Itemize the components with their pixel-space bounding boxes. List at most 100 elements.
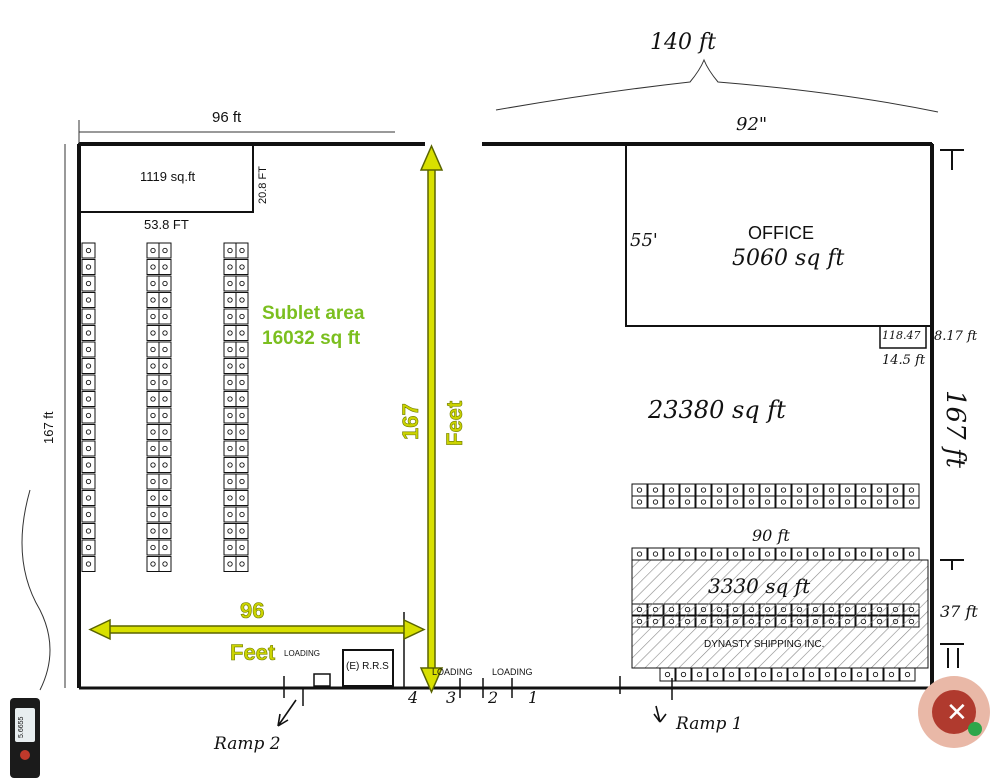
- right-height-label: 167 ft: [940, 390, 970, 468]
- rack-bolt: [162, 495, 168, 501]
- rack-bolt: [85, 445, 92, 452]
- rack-bolt: [150, 297, 156, 303]
- rack-bolt: [239, 561, 245, 567]
- loading-label-left: LOADING: [284, 649, 321, 658]
- vertical-unit: Feet: [442, 400, 468, 446]
- rack-cell: [663, 483, 680, 497]
- rack-cell: [81, 556, 96, 572]
- rack-cell: [223, 490, 237, 506]
- rack-cell: [903, 483, 920, 497]
- rack-cell: [223, 556, 237, 572]
- rack-cell: [158, 473, 172, 490]
- rack-cell: [867, 667, 884, 682]
- rack-bolt: [162, 429, 168, 435]
- rack-cell: [631, 483, 648, 497]
- rack-cell: [81, 407, 96, 424]
- door-2: 2: [488, 688, 499, 707]
- rack-bolt: [85, 528, 92, 534]
- rack-cell: [146, 325, 160, 341]
- rack-bolt: [227, 412, 233, 419]
- rack-cell: [158, 539, 172, 556]
- rack-bolt: [892, 499, 899, 505]
- rack-bolt: [227, 363, 233, 369]
- rrs-label: (E) R.R.S: [346, 661, 389, 672]
- rack-cell: [759, 547, 776, 561]
- ramp-1-label: Ramp 1: [676, 714, 743, 734]
- rack-bolt: [888, 671, 895, 678]
- rack-cell: [871, 495, 888, 509]
- rack-bolt: [85, 511, 92, 518]
- rack-cell: [81, 325, 96, 341]
- rack-cell: [647, 483, 664, 497]
- rack-bolt: [227, 528, 233, 534]
- rack-cell: [235, 440, 249, 457]
- small-box-height: 14.5 ft: [882, 353, 926, 368]
- rack-bolt: [227, 264, 233, 270]
- rack-bolt: [85, 346, 92, 353]
- rack-bolt: [764, 487, 771, 493]
- rack-bolt: [239, 445, 245, 452]
- rack-bolt: [85, 544, 92, 551]
- rack-bolt: [696, 671, 703, 678]
- rack-bolt: [162, 264, 168, 270]
- rack-cell: [158, 407, 172, 424]
- rack-bolt: [227, 280, 233, 287]
- rack-cell: [158, 424, 172, 440]
- rack-bolt: [700, 551, 707, 557]
- rack-bolt: [150, 313, 156, 320]
- rack-bolt: [162, 297, 168, 303]
- rack-cell: [81, 473, 96, 490]
- rack-cell: [223, 341, 237, 358]
- rack-cell: [663, 547, 680, 561]
- shipping-name: DYNASTY SHIPPING INC.: [704, 639, 825, 650]
- rack-bolt: [227, 346, 233, 353]
- rack-bolt: [764, 499, 771, 505]
- rack-bolt: [162, 544, 168, 551]
- small-box-width: 8.17 ft: [934, 329, 978, 344]
- left-height-label: 167 ft: [41, 411, 56, 444]
- rack-bolt: [732, 551, 739, 557]
- rack-bolt: [860, 499, 867, 505]
- rack-cell: [223, 407, 237, 424]
- rack-cell: [223, 539, 237, 556]
- rack-cell: [883, 667, 900, 682]
- rack-cell: [903, 547, 920, 561]
- rack-bolt: [796, 499, 803, 505]
- rack-cell: [887, 547, 904, 561]
- rack-cell: [223, 424, 237, 440]
- ninety-ft-label: 90 ft: [752, 526, 790, 545]
- rack-bolt: [904, 671, 911, 678]
- rack-bolt: [668, 487, 675, 493]
- rack-cell: [223, 358, 237, 374]
- rack-bolt: [844, 551, 851, 557]
- rack-bolt: [150, 544, 156, 551]
- top-width-96-label: 96 ft: [212, 109, 242, 126]
- rack-cell: [158, 275, 172, 292]
- loading-label-mid: LOADING: [432, 667, 473, 677]
- rack-cell: [146, 407, 160, 424]
- rack-cell: [146, 242, 160, 259]
- rack-bolt: [162, 330, 168, 336]
- rack-bolt: [162, 561, 168, 567]
- sublet-area: 16032 sq ft: [262, 328, 361, 349]
- rack-bolt: [856, 671, 863, 678]
- rack-bolt: [150, 511, 156, 518]
- rack-cell: [727, 495, 744, 509]
- rack-bolt: [162, 445, 168, 452]
- rack-cell: [739, 667, 756, 682]
- rack-bolt: [239, 330, 245, 336]
- rack-bolt: [684, 487, 691, 493]
- rack-bolt: [150, 528, 156, 534]
- rack-cell: [711, 483, 728, 497]
- rack-bolt: [150, 561, 156, 567]
- rack-bolt: [150, 346, 156, 353]
- rack-bolt: [239, 511, 245, 518]
- rack-cell: [146, 556, 160, 572]
- rack-cell: [695, 483, 712, 497]
- rack-cell: [81, 259, 96, 275]
- rack-cell: [235, 407, 249, 424]
- rack-bolt: [668, 499, 675, 505]
- rack-bolt: [732, 499, 739, 505]
- vertical-value: 167: [398, 403, 424, 440]
- rack-cell: [807, 495, 824, 509]
